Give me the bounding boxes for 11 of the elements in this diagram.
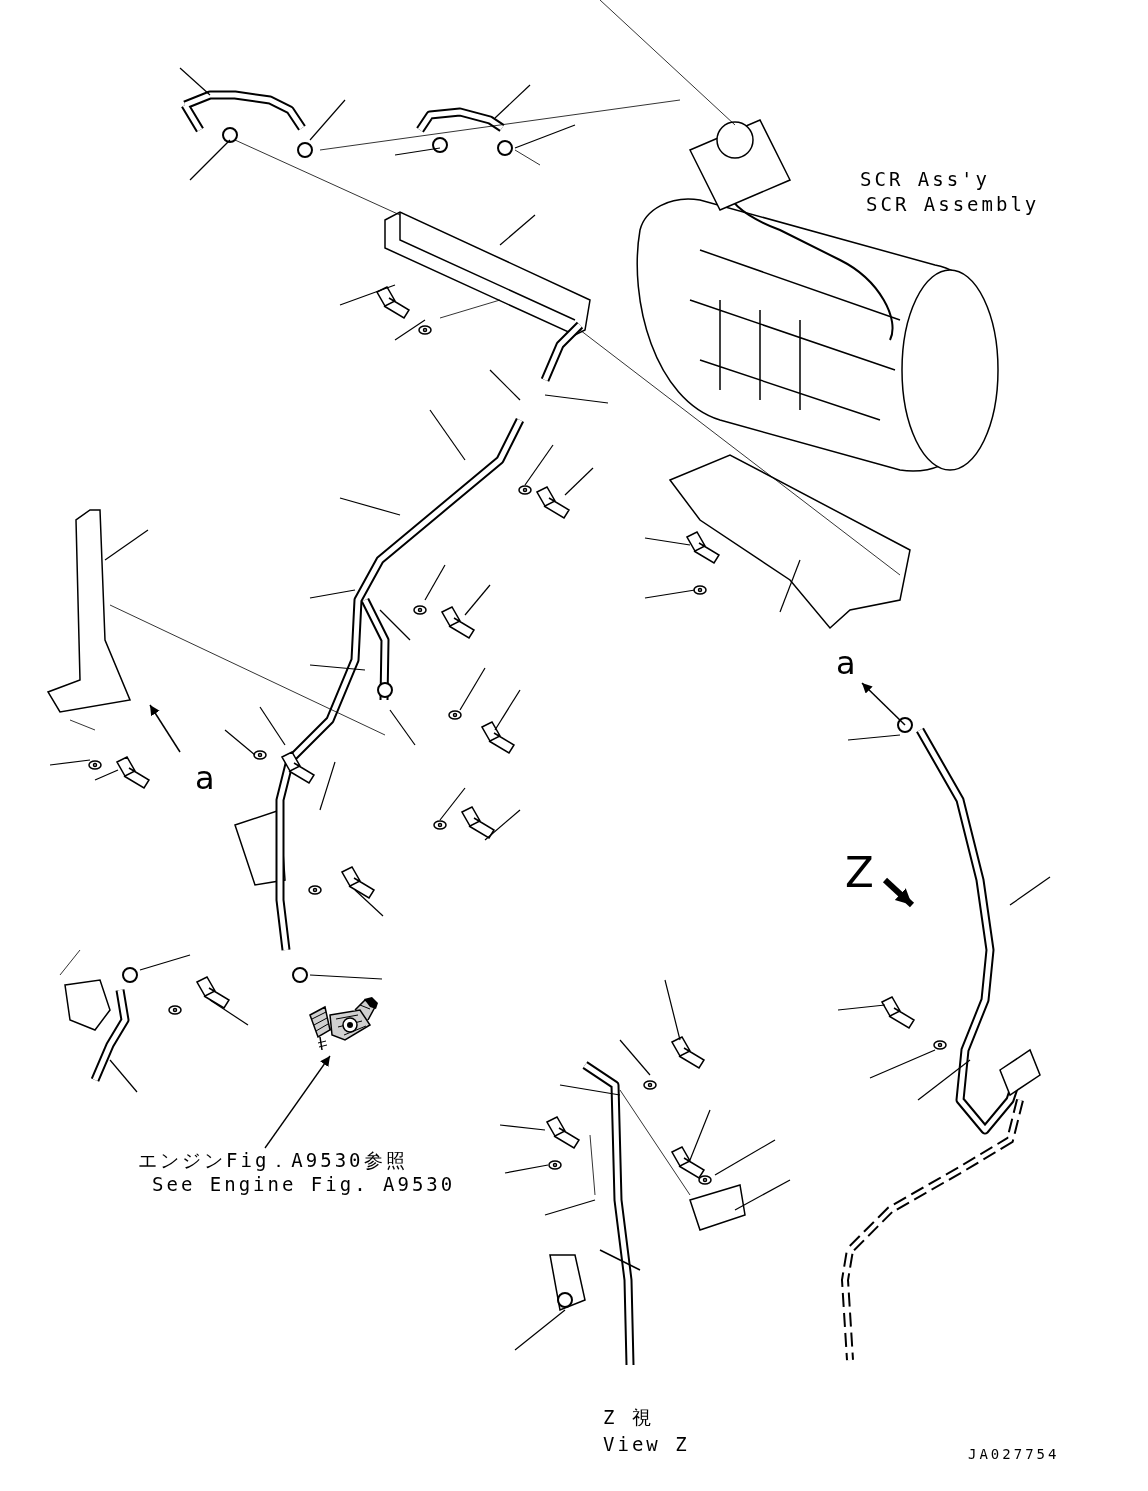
view-mark: a <box>836 645 859 681</box>
leader-line <box>264 1055 331 1149</box>
assembly-name-translation: SCR Assembly <box>866 193 1040 216</box>
view-title-translation: View Z <box>603 1433 690 1456</box>
reference-note: エンジンFig．A9530参照 <box>138 1148 409 1172</box>
reference-note-translation: See Engine Fig. A9530 <box>152 1172 456 1196</box>
drawing-number: JA027754 <box>968 1445 1060 1463</box>
view-mark: a <box>195 760 218 796</box>
assembly-name: SCR Ass'y <box>860 168 990 191</box>
view-title: Z 視 <box>603 1406 654 1429</box>
view-mark: Z <box>845 850 877 896</box>
